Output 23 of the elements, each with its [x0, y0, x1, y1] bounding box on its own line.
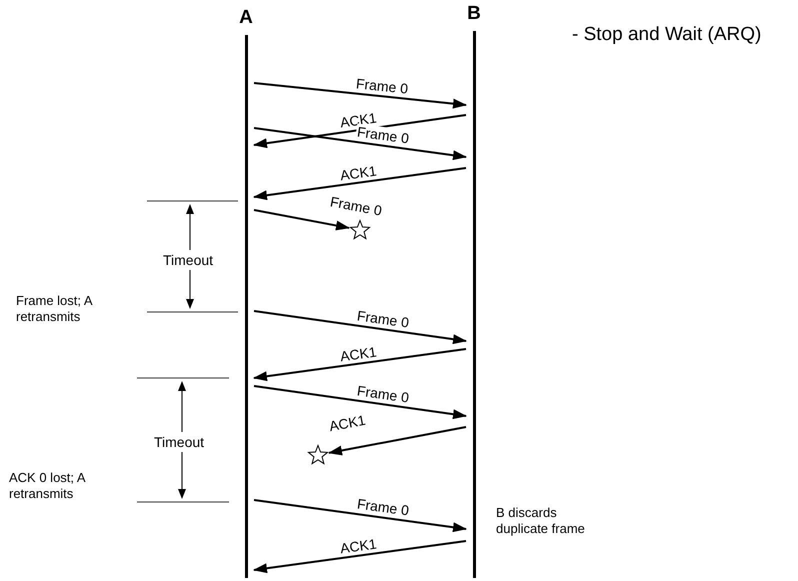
note-text: Frame lost; A retransmits [16, 293, 94, 325]
timeout-label: Timeout [163, 250, 214, 270]
message-arrow [253, 167, 466, 200]
timeline [238, 8, 254, 578]
timeout-label: Timeout [154, 432, 204, 452]
lost-star-icon [307, 444, 329, 466]
message-arrow [253, 540, 466, 574]
message-arrow [254, 127, 467, 160]
timeline [466, 4, 482, 578]
message-arrow [253, 114, 466, 148]
message-arrow [254, 499, 467, 532]
message-arrow [254, 209, 350, 230]
note-text: B discards duplicate frame [496, 505, 586, 537]
message-arrow [253, 348, 466, 382]
message-arrow [328, 426, 466, 456]
message-arrow [254, 385, 467, 420]
lost-star-icon [349, 219, 371, 241]
timeline-label: B [466, 4, 482, 24]
message-arrow [254, 310, 467, 344]
diagram-title: - Stop and Wait (ARQ) [572, 24, 762, 46]
timeline-label: A [238, 8, 254, 28]
note-text: ACK 0 lost; A retransmits [9, 470, 86, 502]
message-arrow [254, 82, 467, 109]
